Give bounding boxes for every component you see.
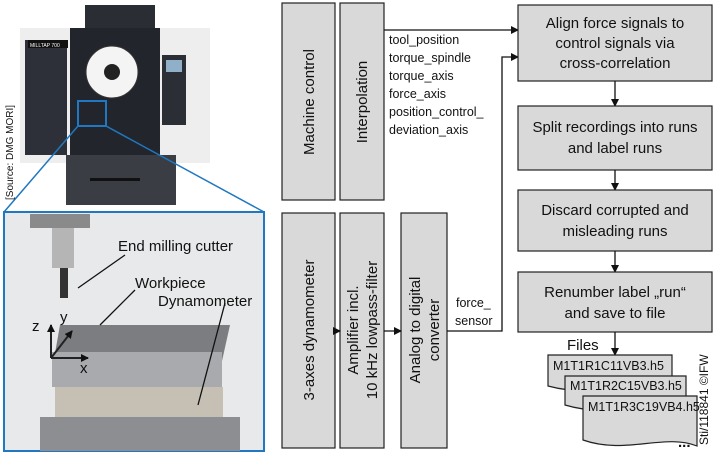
file-stack: M1T1R1C11VB3.h5 M1T1R2C15VB3.h5 M1T1R3C1…: [547, 354, 700, 451]
svg-text:Split recordings into runs: Split recordings into runs: [532, 119, 697, 136]
svg-text:and save to file: and save to file: [565, 305, 666, 322]
svg-text:cross-correlation: cross-correlation: [560, 55, 671, 72]
arrow-force-sensor: [447, 53, 519, 332]
machine-control-label: Machine control: [301, 49, 318, 155]
file-item: M1T1R1C11VB3.h5: [553, 359, 664, 373]
svg-text:deviation_axis: deviation_axis: [389, 123, 468, 137]
svg-text:Renumber label „run“: Renumber label „run“: [544, 284, 686, 301]
svg-text:torque_spindle: torque_spindle: [389, 51, 471, 65]
step-renumber-box: [517, 271, 713, 333]
amplifier-label-2: 10 kHz lowpass-filter: [364, 261, 381, 399]
force-sensor-label-1: force_: [456, 296, 492, 310]
files-label: Files: [567, 337, 599, 354]
zoom-highlight: [77, 100, 107, 127]
label-end-milling-cutter: End milling cutter: [118, 238, 233, 255]
svg-text:misleading runs: misleading runs: [562, 223, 667, 240]
dynamometer-label: 3-axes dynamometer: [301, 260, 318, 401]
svg-text:z: z: [32, 318, 40, 335]
interpolation-label: Interpolation: [354, 61, 371, 144]
signal-list: tool_position torque_spindle torque_axis…: [389, 33, 485, 137]
adc-label-1: Analog to digital: [407, 277, 424, 384]
detail-photo: [3, 211, 265, 452]
adc-label-2: converter: [426, 299, 443, 362]
machine-control-box: [281, 2, 336, 201]
file-item: M1T1R3C19VB4.h5: [588, 400, 700, 414]
svg-text:torque_axis: torque_axis: [389, 69, 454, 83]
machine-photo: MILLTAP 700: [3, 5, 265, 213]
label-workpiece: Workpiece: [135, 275, 206, 292]
svg-text:tool_position: tool_position: [389, 33, 459, 47]
svg-text:Align force signals to: Align force signals to: [546, 15, 684, 32]
step-discard-box: [517, 189, 713, 252]
svg-text:position_control_: position_control_: [389, 105, 485, 119]
force-sensor-label-2: sensor: [455, 314, 493, 328]
amplifier-label-1: Amplifier incl.: [345, 285, 362, 374]
svg-text:control signals via: control signals via: [555, 35, 675, 52]
source-label: [Source: DMG MORI]: [5, 105, 16, 200]
adc-box: [400, 212, 448, 449]
svg-text:x: x: [80, 360, 88, 377]
label-dynamometer: Dynamometer: [158, 293, 252, 310]
step-split-box: [517, 105, 713, 171]
machine-brand: MILLTAP 700: [30, 43, 60, 49]
svg-text:y: y: [60, 309, 68, 326]
more-files: ...: [678, 434, 691, 451]
svg-text:Discard corrupted and: Discard corrupted and: [541, 202, 689, 219]
copyright: Sti/118841 ©IFW: [697, 354, 711, 445]
file-item: M1T1R2C15VB3.h5: [570, 379, 682, 393]
coordinate-axes: z y x: [32, 309, 89, 377]
svg-text:force_axis: force_axis: [389, 87, 446, 101]
step-align-box: [517, 4, 713, 82]
interpolation-box: [339, 2, 385, 201]
svg-text:and label runs: and label runs: [568, 140, 662, 157]
dynamometer-box: [281, 212, 336, 449]
